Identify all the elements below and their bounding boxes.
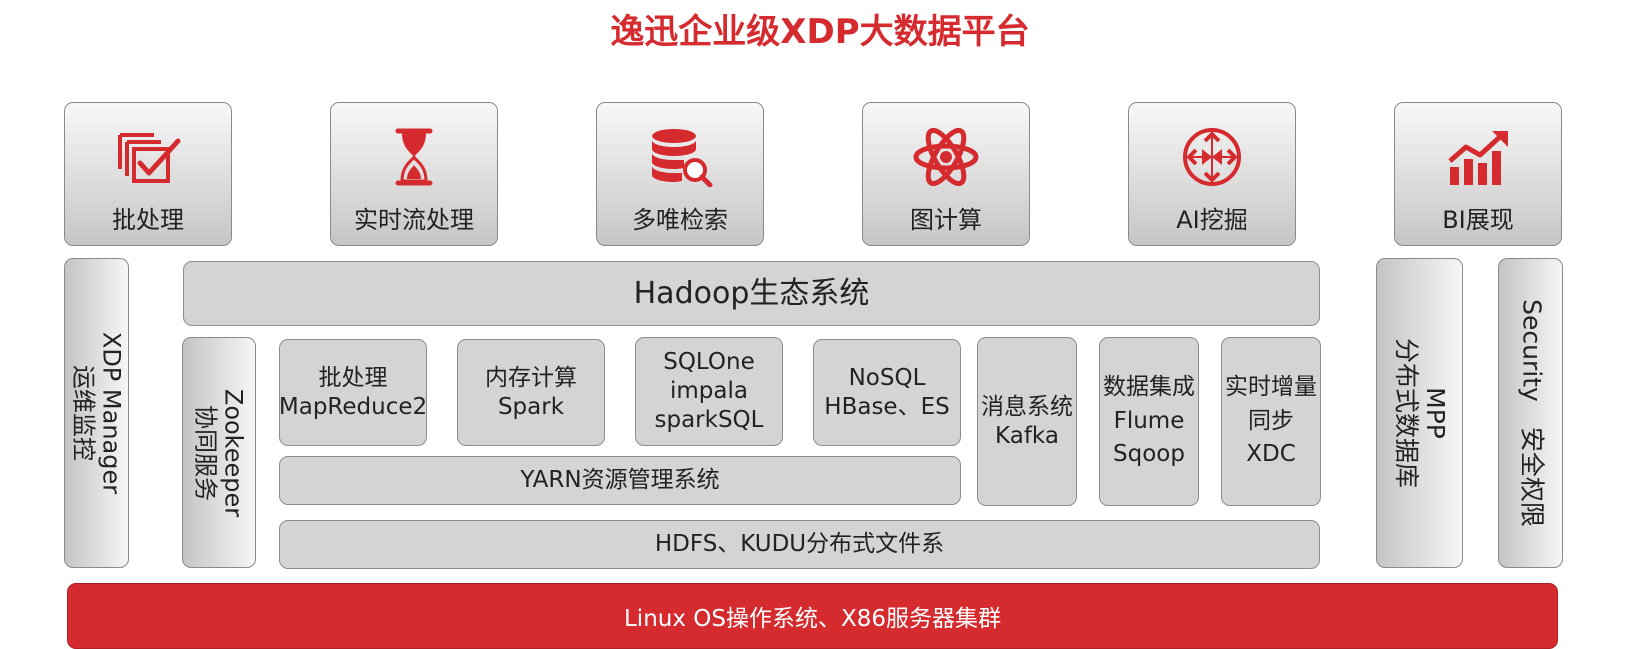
zookeeper-panel[interactable]: Zookeeper 协同服务 xyxy=(182,337,256,568)
module-graph[interactable]: 图计算 xyxy=(862,102,1030,246)
module-batch[interactable]: 批处理 xyxy=(64,102,232,246)
yarn-label: YARN资源管理系统 xyxy=(520,467,720,494)
component-line: SQLOne xyxy=(663,349,755,376)
component-spark[interactable]: 内存计算 Spark xyxy=(457,339,605,446)
xdp-manager-text: XDP Manager 运维监控 xyxy=(69,331,126,495)
component-line: HBase、ES xyxy=(824,393,950,420)
component-kafka[interactable]: 消息系统 Kafka xyxy=(977,337,1077,506)
component-line: sparkSQL xyxy=(654,406,764,433)
module-label: 多唯检索 xyxy=(632,206,728,234)
module-stream[interactable]: 实时流处理 xyxy=(330,102,498,246)
mpp-label: MPP xyxy=(1420,387,1450,439)
xdp-manager-label: XDP Manager xyxy=(97,331,126,495)
component-line: impala xyxy=(670,378,748,405)
page-title: 逸迅企业级XDP大数据平台 xyxy=(610,12,1030,52)
security-panel[interactable]: Security 安全权限 xyxy=(1498,258,1563,568)
batch-check-icon xyxy=(118,133,181,183)
compass-arrows-icon xyxy=(1183,128,1241,186)
distributed-db-label: 分布式数据库 xyxy=(1391,337,1421,489)
module-search[interactable]: 多唯检索 xyxy=(596,102,764,246)
ops-monitor-label: 运维监控 xyxy=(69,364,98,461)
yarn-bar[interactable]: YARN资源管理系统 xyxy=(279,456,961,505)
module-label: 批处理 xyxy=(112,206,184,234)
linux-os-base-bar[interactable]: Linux OS操作系统、X86服务器集群 xyxy=(67,583,1558,649)
module-label: 实时流处理 xyxy=(354,206,474,234)
base-label: Linux OS操作系统、X86服务器集群 xyxy=(623,606,1001,632)
module-label: BI展现 xyxy=(1442,206,1514,234)
component-line: XDC xyxy=(1246,441,1296,468)
component-line: 内存计算 xyxy=(485,364,577,391)
component-line: Flume xyxy=(1113,407,1185,434)
component-line: 实时增量 xyxy=(1225,374,1317,401)
component-sqlone[interactable]: SQLOne impala sparkSQL xyxy=(635,337,783,446)
component-line: Sqoop xyxy=(1113,441,1185,468)
coordination-label: 协同服务 xyxy=(192,404,220,501)
component-line: 同步 xyxy=(1248,407,1294,434)
component-line: MapReduce2 xyxy=(278,393,428,420)
component-flume[interactable]: 数据集成 Flume Sqoop xyxy=(1099,337,1199,506)
component-line: 数据集成 xyxy=(1103,374,1195,401)
bar-chart-up-icon xyxy=(1448,131,1508,185)
zookeeper-label: Zookeeper xyxy=(219,388,248,517)
zookeeper-text: Zookeeper 协同服务 xyxy=(191,388,248,517)
atom-icon xyxy=(913,127,979,187)
hadoop-label: Hadoop生态系统 xyxy=(633,275,870,311)
module-bi[interactable]: BI展现 xyxy=(1394,102,1562,246)
hadoop-ecosystem-bar[interactable]: Hadoop生态系统 xyxy=(183,261,1320,326)
module-label: AI挖掘 xyxy=(1176,206,1248,234)
database-search-icon xyxy=(652,129,713,187)
mpp-panel[interactable]: MPP 分布式数据库 xyxy=(1376,258,1463,568)
component-nosql[interactable]: NoSQL HBase、ES xyxy=(813,339,961,446)
xdp-manager-panel[interactable]: XDP Manager 运维监控 xyxy=(64,258,129,568)
component-line: NoSQL xyxy=(848,364,926,391)
mpp-text: MPP 分布式数据库 xyxy=(1391,337,1450,489)
module-label: 图计算 xyxy=(910,206,982,234)
module-ai[interactable]: AI挖掘 xyxy=(1128,102,1296,246)
component-line: Kafka xyxy=(995,422,1059,449)
hdfs-label: HDFS、KUDU分布式文件系 xyxy=(654,531,945,558)
security-label: Security 安全权限 xyxy=(1516,299,1546,527)
hourglass-icon xyxy=(395,128,433,186)
component-line: Spark xyxy=(497,393,565,420)
component-line: 批处理 xyxy=(318,364,388,391)
security-text: Security 安全权限 xyxy=(1516,299,1546,527)
hdfs-bar[interactable]: HDFS、KUDU分布式文件系 xyxy=(279,520,1320,569)
component-xdc[interactable]: 实时增量 同步 XDC xyxy=(1221,337,1321,506)
component-line: 消息系统 xyxy=(981,393,1073,420)
component-mapreduce[interactable]: 批处理 MapReduce2 xyxy=(279,339,427,446)
